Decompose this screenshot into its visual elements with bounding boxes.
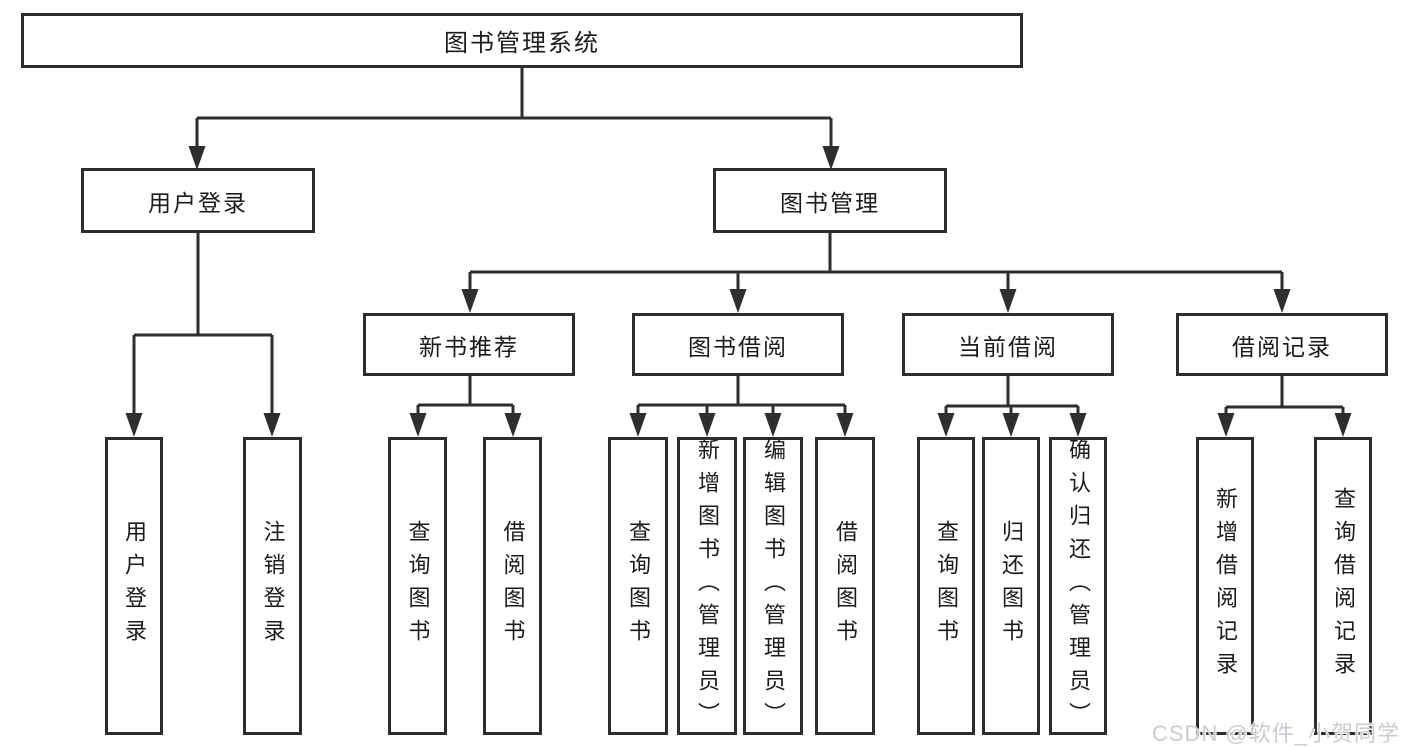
node-leaf-logout: 注销登录 [243, 437, 302, 735]
connector-user-login-children [125, 233, 281, 437]
node-leaf-query-books-rec-label: 查询图书 [405, 520, 431, 652]
node-leaf-confirm-return-label: 确认归还（管理员） [1066, 437, 1091, 735]
node-leaf-edit-books-label: 编辑图书（管理员） [761, 437, 786, 735]
node-root-label: 图书管理系统 [444, 30, 600, 57]
connector-root-to-level2 [188, 68, 840, 170]
node-leaf-borrow-books-label: 借阅图书 [833, 520, 858, 652]
node-leaf-return-books: 归还图书 [982, 437, 1040, 735]
node-leaf-user-login-label: 用户登录 [122, 520, 147, 652]
node-leaf-user-login: 用户登录 [105, 437, 163, 735]
node-current-borrow-label: 当前借阅 [958, 333, 1058, 360]
connector-book-mgmt-children [461, 233, 1291, 313]
node-leaf-edit-books: 编辑图书（管理员） [743, 437, 803, 735]
connector-borrow-records-children [1217, 376, 1352, 437]
node-leaf-add-borrow-record-label: 新增借阅记录 [1213, 487, 1238, 685]
node-leaf-return-books-label: 归还图书 [999, 520, 1024, 652]
node-new-book-rec: 新书推荐 [363, 313, 575, 376]
node-new-book-rec-label: 新书推荐 [419, 333, 519, 360]
node-leaf-borrow-books: 借阅图书 [815, 437, 875, 735]
node-leaf-query-books-current: 查询图书 [917, 437, 975, 735]
node-book-borrow: 图书借阅 [632, 313, 844, 376]
node-leaf-query-borrow-record-label: 查询借阅记录 [1331, 487, 1356, 685]
node-leaf-logout-label: 注销登录 [260, 520, 286, 652]
node-user-login-label: 用户登录 [148, 189, 248, 216]
node-leaf-add-books: 新增图书（管理员） [677, 437, 737, 735]
node-book-mgmt: 图书管理 [713, 168, 947, 233]
node-leaf-query-books-rec: 查询图书 [388, 437, 447, 735]
node-borrow-records-label: 借阅记录 [1232, 333, 1332, 360]
connector-new-book-rec-children [409, 376, 522, 437]
node-leaf-add-books-label: 新增图书（管理员） [695, 437, 720, 735]
node-leaf-query-books-current-label: 查询图书 [934, 520, 959, 652]
node-current-borrow: 当前借阅 [902, 313, 1114, 376]
node-root: 图书管理系统 [21, 13, 1023, 68]
node-leaf-query-books-borrow-label: 查询图书 [626, 520, 651, 652]
node-leaf-borrow-books-rec-label: 借阅图书 [500, 520, 526, 652]
node-leaf-add-borrow-record: 新增借阅记录 [1196, 437, 1254, 735]
node-leaf-confirm-return: 确认归还（管理员） [1049, 437, 1107, 735]
node-leaf-borrow-books-rec: 借阅图书 [483, 437, 542, 735]
node-borrow-records: 借阅记录 [1176, 313, 1388, 376]
connector-current-borrow-children [937, 376, 1087, 437]
node-user-login: 用户登录 [81, 168, 315, 233]
connector-book-borrow-children [629, 376, 854, 437]
node-leaf-query-borrow-record: 查询借阅记录 [1314, 437, 1372, 735]
node-leaf-query-books-borrow: 查询图书 [608, 437, 668, 735]
node-book-mgmt-label: 图书管理 [780, 189, 880, 216]
node-book-borrow-label: 图书借阅 [688, 333, 788, 360]
